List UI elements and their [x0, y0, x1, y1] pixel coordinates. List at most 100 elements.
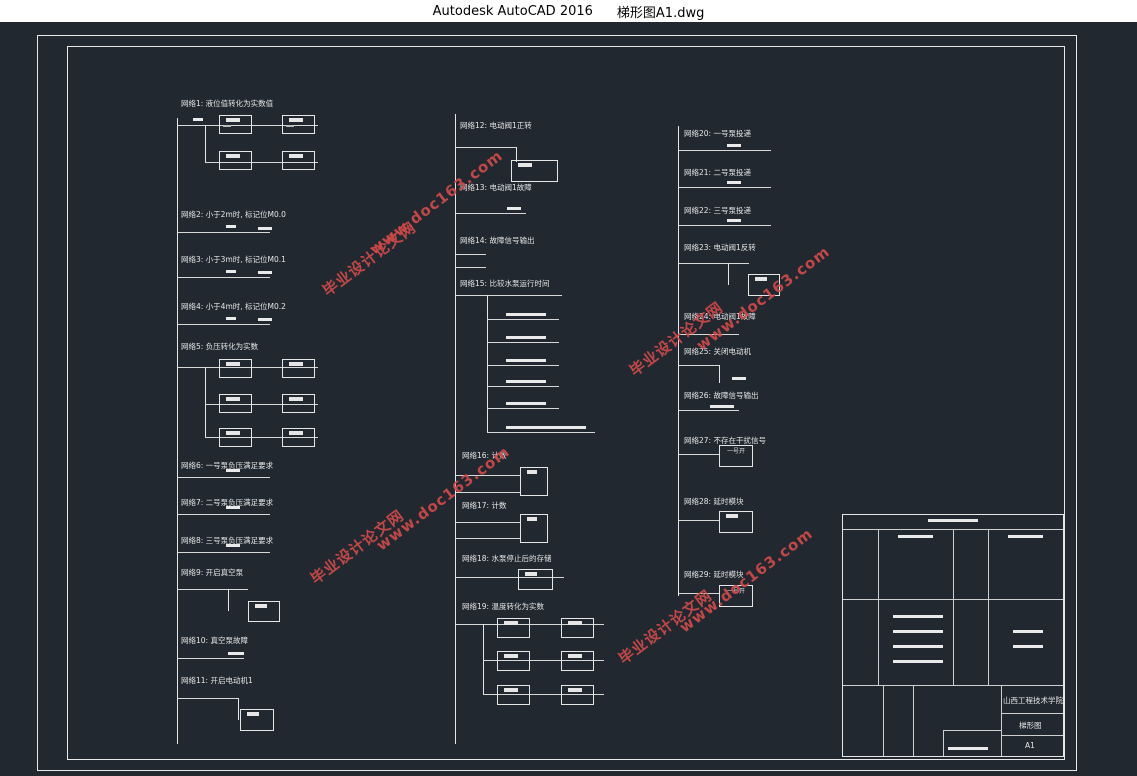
drawing-canvas[interactable]: 网络1: 液位值转化为实数值 网络2: 小于2m时, 标记位M0.0 网络3: …: [0, 22, 1137, 776]
branch: [487, 295, 488, 433]
counter-block: [520, 467, 548, 496]
network-label: 网络1: 液位值转化为实数值: [181, 99, 274, 108]
title-block: 山西工程技术学院 梯形图 A1: [842, 514, 1064, 757]
function-block: [748, 274, 780, 296]
rung: [679, 225, 771, 226]
network-label: 网络15: 比较水泵运行时间: [460, 279, 550, 288]
rung: [205, 162, 318, 163]
rung: [178, 232, 270, 233]
rung: [456, 522, 520, 523]
operand: [226, 270, 236, 273]
rung: [456, 492, 520, 493]
rung: [487, 365, 559, 366]
branch: [228, 589, 229, 611]
network-label: 网络23: 电动阀1反转: [684, 243, 756, 252]
network-label: 网络3: 小于3m时, 标记位M0.1: [181, 255, 286, 264]
operand: [727, 144, 741, 147]
rung: [483, 660, 604, 661]
rung: [679, 150, 771, 151]
rung: [487, 386, 559, 387]
operand: [506, 426, 586, 429]
function-block: [518, 569, 553, 590]
rung: [456, 475, 520, 476]
rung: [456, 295, 562, 296]
drawing-frame-outer: [37, 35, 1077, 771]
rung: [205, 404, 318, 405]
operand: [506, 336, 546, 339]
function-block: [282, 115, 315, 134]
operand: [226, 469, 240, 472]
operand: [727, 181, 741, 184]
rung: [679, 365, 719, 366]
function-block: [561, 618, 594, 638]
rung: [679, 187, 771, 188]
branch: [516, 147, 517, 162]
branch: [205, 367, 206, 437]
rung: [679, 410, 739, 411]
branch: [728, 263, 729, 285]
operand: [226, 544, 240, 547]
operand: [226, 317, 236, 320]
network-label: 网络28: 延时模块: [684, 497, 744, 506]
network-label: 网络4: 小于4m时, 标记位M0.2: [181, 302, 286, 311]
rung: [456, 577, 564, 578]
network-label: 网络9: 开启真空泵: [181, 568, 244, 577]
function-block: [219, 394, 252, 413]
function-block: [497, 618, 530, 638]
network-label: 网络13: 电动阀1故障: [460, 183, 532, 192]
drawing-name: 梯形图: [1019, 721, 1042, 730]
rung: [679, 593, 719, 594]
left-rail-col1: [177, 118, 178, 744]
operand: [258, 271, 272, 274]
drawing-frame-inner: [67, 46, 1065, 760]
rung: [456, 267, 486, 268]
rung: [456, 213, 526, 214]
rung: [487, 342, 559, 343]
network-label: 网络24: 电动阀1故障: [684, 312, 756, 321]
rung: [456, 254, 486, 255]
branch: [719, 365, 720, 383]
operand: [228, 652, 244, 655]
operand: [226, 506, 240, 509]
rung: [178, 658, 244, 659]
function-block: [561, 651, 594, 671]
function-block: [497, 651, 530, 671]
network-label: 网络2: 小于2m时, 标记位M0.0: [181, 210, 286, 219]
function-block: [219, 428, 252, 447]
function-block: [219, 115, 252, 134]
network-label: 网络12: 电动阀1正转: [460, 121, 532, 130]
operand: [507, 207, 521, 210]
network-label: 网络19: 温度转化为实数: [462, 602, 544, 611]
network-label: 网络10: 真空泵故障: [181, 636, 248, 645]
operand: [506, 313, 546, 316]
network-label: 网络21: 二号泵投递: [684, 168, 751, 177]
network-label: 网络11: 开启电动机1: [181, 676, 253, 685]
operand: [258, 227, 272, 230]
rung: [178, 477, 270, 478]
operand: [727, 219, 741, 222]
function-block: [219, 359, 252, 378]
network-label: 网络16: 计数: [462, 451, 507, 460]
operand: [506, 359, 546, 362]
network-label: 网络17: 计数: [462, 501, 507, 510]
rung: [178, 125, 318, 126]
branch: [238, 698, 239, 720]
function-block: [497, 685, 530, 705]
network-label: 网络6: 一号泵负压满足要求: [181, 461, 274, 470]
operand: [506, 402, 546, 405]
function-block: [511, 160, 558, 182]
function-block: [219, 151, 252, 170]
rung: [679, 520, 719, 521]
network-label: 网络7: 二号泵负压满足要求: [181, 498, 274, 507]
block-label: 一号开: [726, 448, 745, 455]
network-label: 网络5: 负压转化为实数: [181, 342, 259, 351]
function-block: 一号开: [719, 585, 753, 607]
network-label: 网络8: 三号泵负压满足要求: [181, 536, 274, 545]
rung: [205, 437, 318, 438]
rung: [456, 147, 516, 148]
operand: [710, 405, 734, 408]
function-block: [282, 151, 315, 170]
rung: [487, 408, 559, 409]
network-label: 网络14: 故障信号输出: [460, 236, 535, 245]
network-label: 网络18: 水泵停止后的存储: [462, 554, 552, 563]
